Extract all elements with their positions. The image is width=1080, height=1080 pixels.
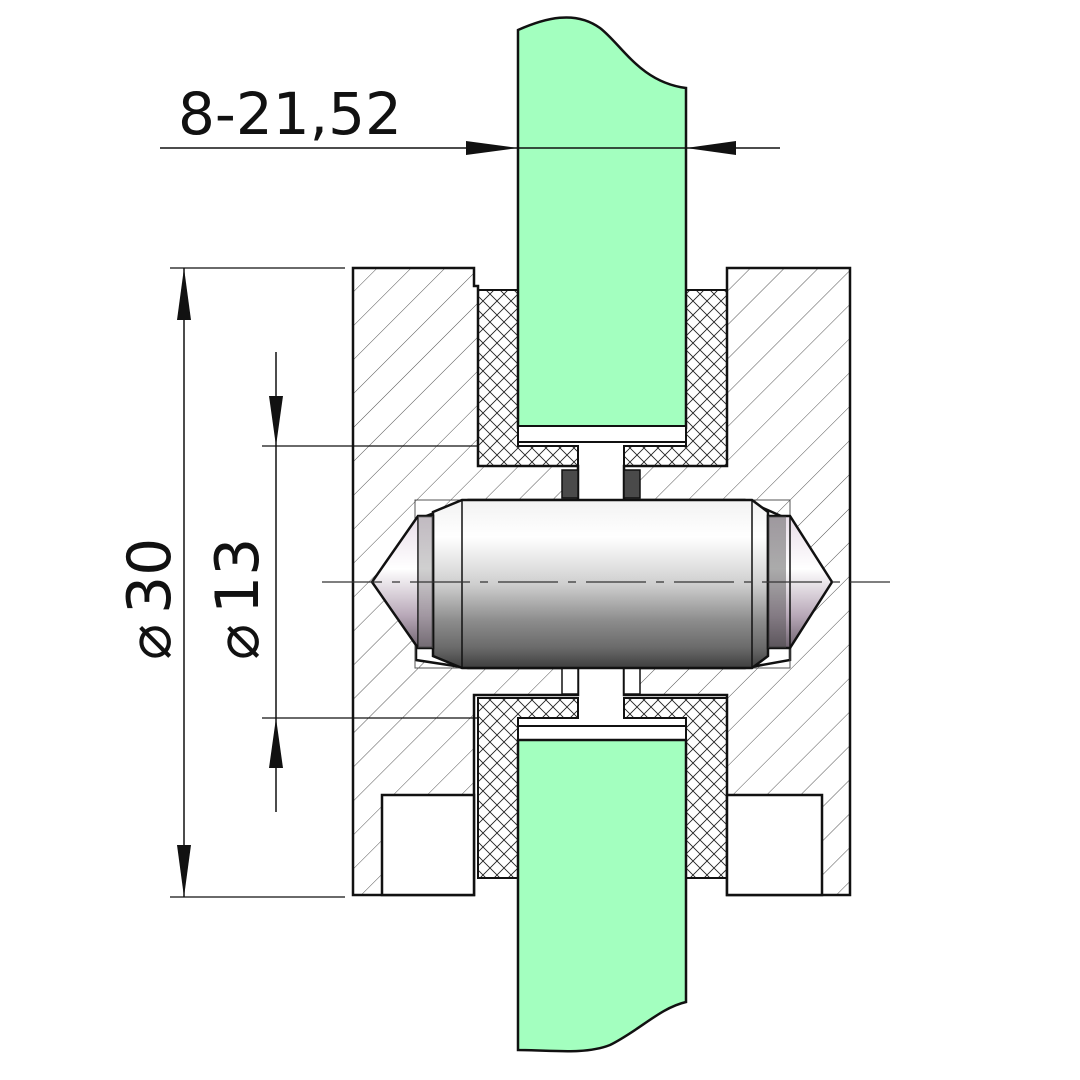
gasket-right-lower — [623, 697, 728, 879]
glass-panel-bottom — [516, 738, 688, 1053]
glass-panel-top-edge — [517, 425, 687, 443]
seal-ring-right — [623, 469, 641, 499]
seal-ring-left-lower — [561, 667, 579, 695]
pin-cylinder — [431, 498, 770, 670]
gasket-right — [623, 289, 728, 467]
set-screw-right — [725, 793, 824, 897]
dimension-label-glass-thickness: 8-21,52 — [178, 80, 402, 148]
set-screw-left — [380, 793, 476, 897]
glass-panel-top — [516, 16, 688, 430]
dimension-symbol-outer: ⌀ — [115, 624, 185, 660]
dimension-symbol-inner: ⌀ — [203, 624, 273, 660]
dimension-label-outer-diameter: 30 — [115, 538, 185, 614]
dimension-label-inner-diameter: 13 — [203, 538, 273, 614]
dimension-outer-diameter: ⌀ 30 — [115, 267, 345, 898]
dimension-glass-thickness: 8-21,52 — [160, 80, 780, 155]
seal-ring-right-lower — [623, 667, 641, 695]
gasket-left-lower — [477, 697, 579, 879]
seal-ring-left — [561, 469, 579, 499]
dimension-inner-diameter: ⌀ 13 — [203, 352, 478, 812]
gasket-left — [477, 289, 579, 467]
